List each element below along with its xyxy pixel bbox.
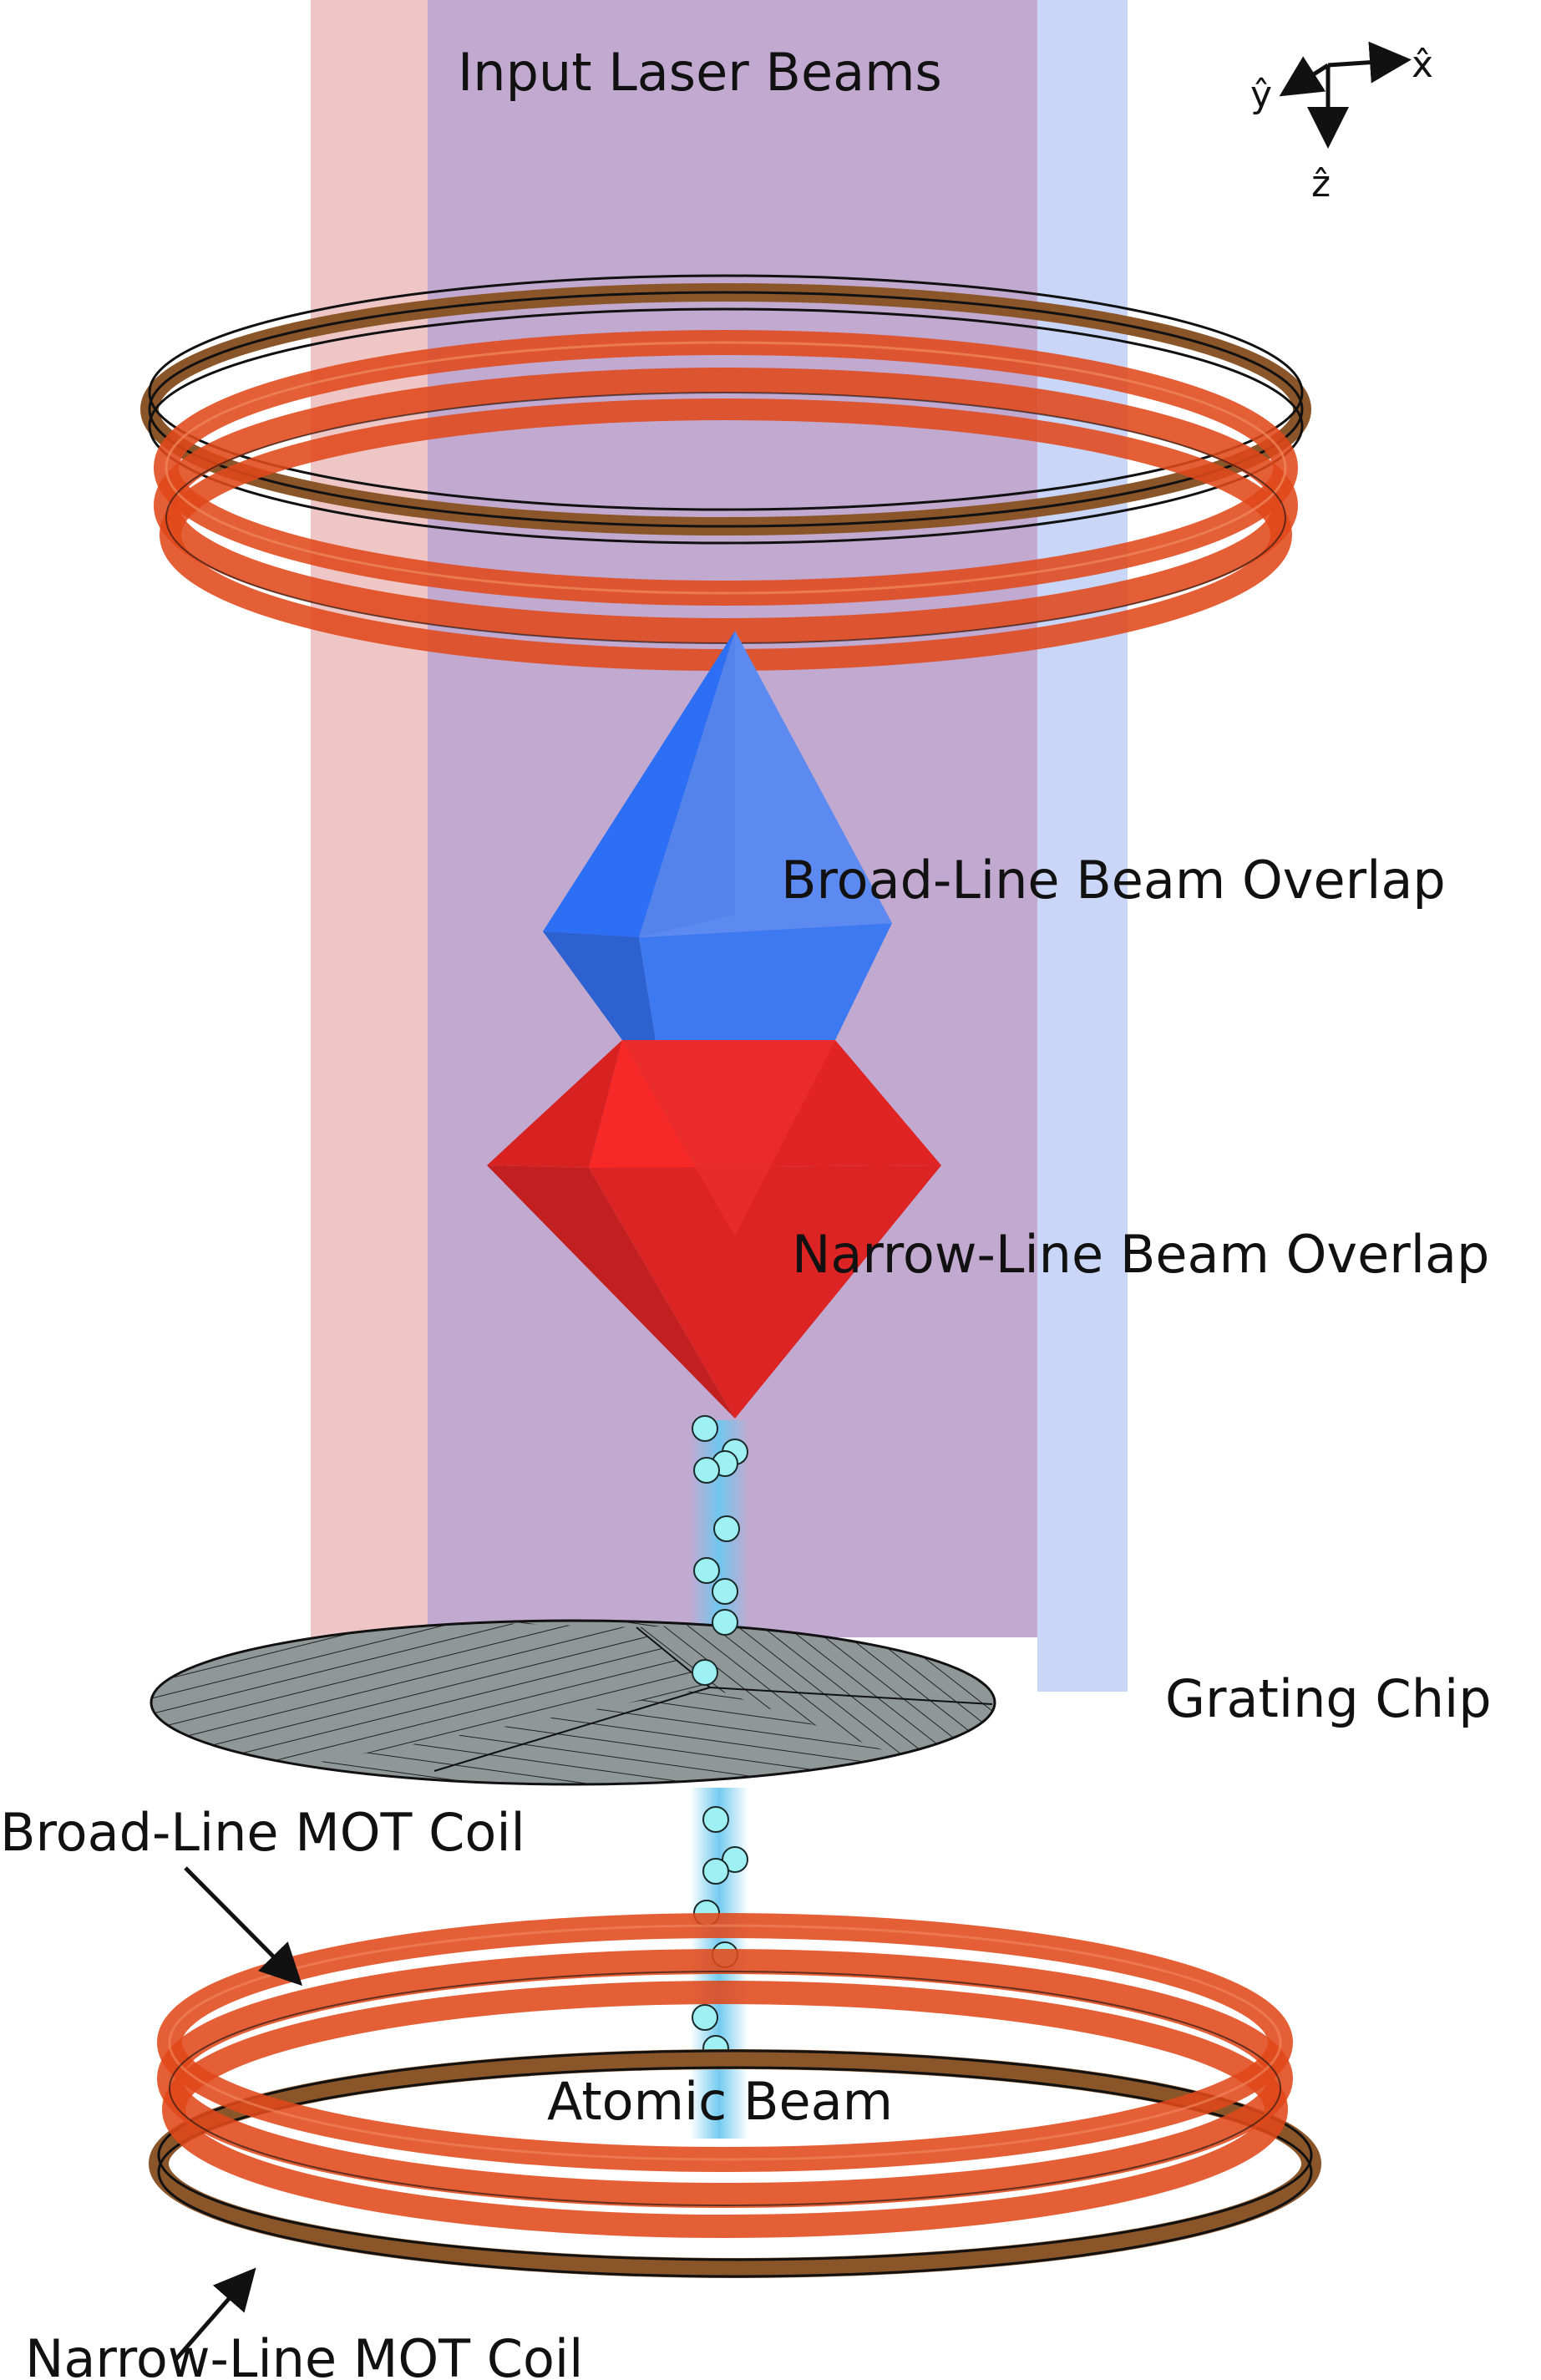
atoms [692,1415,748,2062]
z-axis-label: ẑ [1311,163,1331,206]
atom [722,1846,748,1873]
atom [692,1659,718,1686]
atomic-beam-label: Atomic Beam [547,2071,893,2132]
broad-line-coil-label: Broad-Line MOT Coil [0,1802,525,1863]
red-laser-beam [311,0,428,1692]
narrow-line-overlap-label: Narrow-Line Beam Overlap [792,1224,1489,1285]
upper-narrow-line-coil [140,274,1311,545]
narrow-line-overlap-octahedron [487,1040,941,1418]
atom [692,2004,718,2031]
lower-narrow-line-coil [149,2049,1321,2278]
atom [702,1806,729,1833]
lower-coils [149,1913,1321,2278]
atom [713,1515,740,1542]
blue-laser-beam [1037,0,1128,1692]
atom [712,1609,738,1636]
input-laser-beams-label: Input Laser Beams [458,42,942,103]
y-axis-label: ŷ [1250,74,1272,116]
atom [692,1415,718,1442]
broad-line-overlap-label: Broad-Line Beam Overlap [781,850,1446,911]
broad-coil-pointer [184,1866,303,1987]
narrow-line-coil-label: Narrow-Line MOT Coil [25,2328,583,2380]
grating-chip [150,1619,996,1786]
grating-chip-label: Grating Chip [1165,1668,1492,1729]
atom [693,1557,720,1584]
broad-line-overlap-octahedron [543,631,892,1040]
atom [712,1578,738,1605]
atom [702,1858,729,1885]
narrow-coil-pointer [174,2267,256,2362]
lower-broad-line-coil [157,1913,1293,2238]
atom [693,1457,720,1484]
axis-triad [1279,41,1412,149]
x-axis-label: x̂ [1412,43,1433,86]
